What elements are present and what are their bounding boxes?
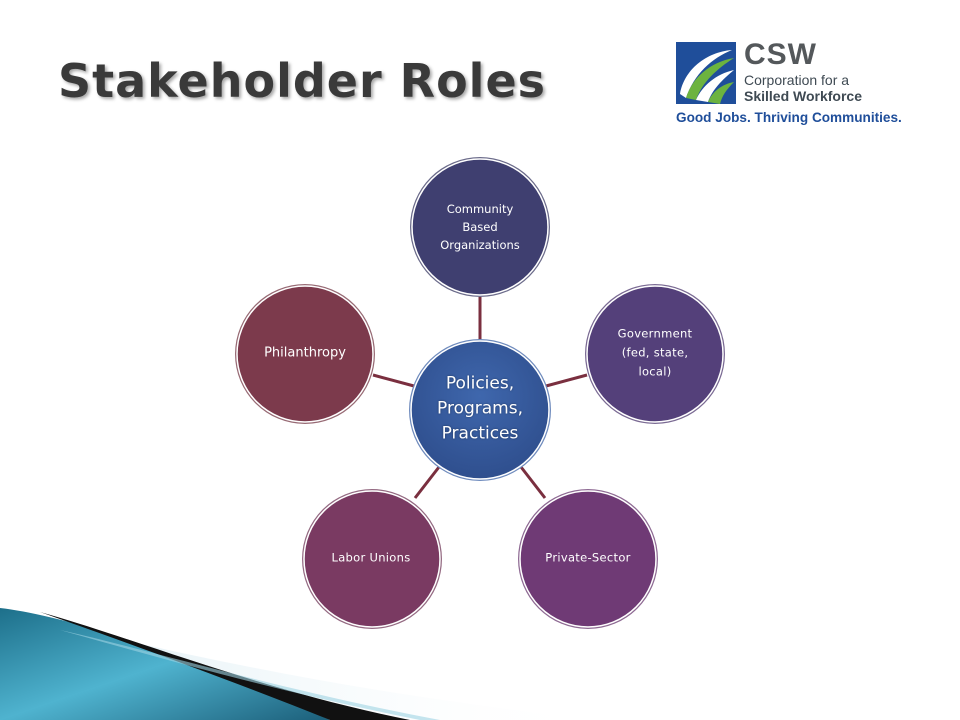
node-private-line-1: Private-Sector (545, 550, 631, 565)
node-center-label: Policies, Programs, Practices (437, 372, 523, 447)
node-labor-line-1: Labor Unions (331, 550, 411, 565)
node-center-line-2: Programs, (437, 398, 523, 419)
node-labor-label: Labor Unions (332, 549, 411, 568)
node-community (410, 157, 550, 297)
node-government-line-2: (fed, state, (621, 345, 689, 360)
node-center (409, 339, 551, 481)
logo-line-2: Skilled Workforce (744, 88, 863, 104)
node-philanthropy-label: Philanthropy (264, 346, 346, 361)
node-community-line-1: Community (446, 202, 514, 216)
node-center-line-1: Policies, (445, 373, 515, 394)
node-private-label: Private-Sector (545, 549, 630, 568)
node-government-line-1: Government (617, 326, 693, 341)
node-philanthropy-line-1: Philanthropy (264, 345, 346, 361)
logo-acronym: CSW (744, 38, 817, 71)
node-community-line-3: Organizations (440, 238, 520, 252)
csw-swoosh-icon (676, 42, 736, 104)
node-government (585, 284, 725, 424)
node-government-line-3: local) (638, 364, 672, 379)
node-community-line-2: Based (462, 220, 498, 234)
logo-tagline: Good Jobs. Thriving Communities. (676, 110, 902, 125)
connectors (372, 297, 588, 501)
slide-title: Stakeholder Roles (58, 54, 547, 108)
node-government-label: Government (fed, state, local) (618, 325, 693, 382)
node-philanthropy (235, 284, 375, 424)
csw-logo: CSW Corporation for a Skilled Workforce … (676, 38, 906, 132)
node-labor (302, 489, 442, 629)
node-private (518, 489, 658, 629)
node-community-label: Community Based Organizations (440, 200, 520, 254)
logo-line-1: Corporation for a (744, 72, 850, 88)
node-center-line-3: Practices (441, 423, 519, 444)
